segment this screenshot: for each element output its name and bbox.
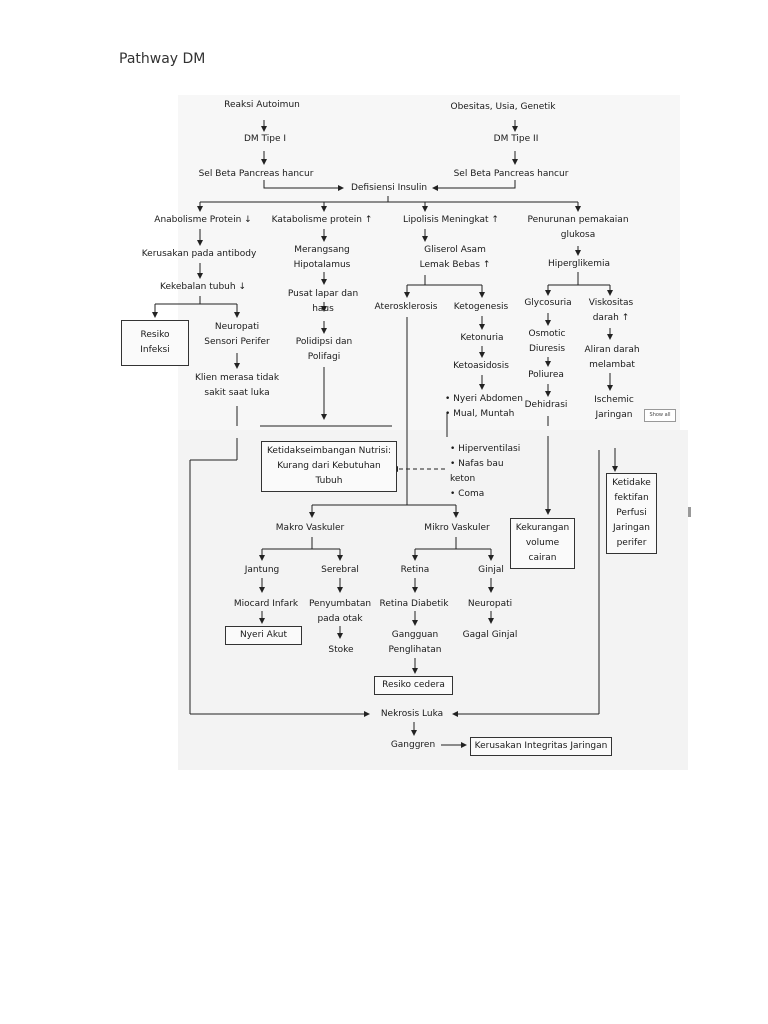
node-nekrosis-luka: Nekrosis Luka: [380, 709, 444, 719]
node-gagal-ginjal: Gagal Ginjal: [462, 630, 518, 640]
box-kekurangan-volume-cairan: Kekurangan volume cairan: [510, 518, 575, 569]
node-katabolisme-protein: Katabolisme protein ↑: [271, 215, 373, 225]
list-ketoasidosis-symptoms: • Nyeri Abdomen • Mual, Muntah: [445, 392, 523, 422]
node-sel-beta-2: Sel Beta Pancreas hancur: [453, 169, 569, 179]
list-hiperventilasi-symptoms: • Hiperventilasi • Nafas bau keton • Com…: [450, 442, 520, 502]
node-obesitas-usia-genetik: Obesitas, Usia, Genetik: [450, 102, 556, 112]
node-neuropati-sensori: Neuropati Sensori Perifer: [204, 322, 270, 347]
node-glycosuria: Glycosuria: [524, 298, 572, 308]
node-ketoasidosis: Ketoasidosis: [453, 361, 509, 371]
node-gangguan-penglihatan: Gangguan Penglihatan: [388, 630, 442, 655]
node-stoke: Stoke: [328, 645, 354, 655]
node-retina-diabetik: Retina Diabetik: [379, 599, 449, 609]
node-serebral: Serebral: [321, 565, 359, 575]
list-item: • Nyeri Abdomen: [445, 394, 523, 404]
node-klien-merasa: Klien merasa tidak sakit saat luka: [194, 373, 280, 398]
node-hiperglikemia: Hiperglikemia: [548, 259, 610, 269]
node-anabolisme-protein: Anabolisme Protein ↓: [154, 215, 252, 225]
box-resiko-infeksi: Resiko Infeksi: [121, 320, 189, 366]
page-title: Pathway DM: [119, 51, 206, 67]
node-penurunan-glukosa: Penurunan pemakaian glukosa: [527, 215, 629, 240]
list-item: • Hiperventilasi: [450, 444, 521, 454]
node-kerusakan-antibody: Kerusakan pada antibody: [141, 249, 257, 259]
box-resiko-cedera: Resiko cedera: [374, 676, 453, 695]
list-item: keton: [450, 474, 476, 484]
node-dm-tipe-2: DM Tipe II: [493, 134, 539, 144]
node-polidipsi: Polidipsi dan Polifagi: [295, 337, 353, 362]
node-dehidrasi: Dehidrasi: [524, 400, 568, 410]
list-item: • Mual, Muntah: [445, 409, 515, 419]
node-aliran-darah: Aliran darah melambat: [584, 345, 640, 370]
node-merangsang-hipotalamus: Merangsang Hipotalamus: [293, 245, 351, 270]
node-dm-tipe-1: DM Tipe I: [243, 134, 287, 144]
box-ketidakseimbangan-nutrisi: Ketidakseimbangan Nutrisi: Kurang dari K…: [261, 441, 397, 492]
node-defisiensi-insulin: Defisiensi Insulin: [350, 183, 428, 193]
box-kerusakan-integritas-jaringan: Kerusakan Integritas Jaringan: [470, 737, 612, 756]
box-ketidakefektifan-perfusi: Ketidake fektifan Perfusi Jaringan perif…: [606, 473, 657, 554]
node-sel-beta-1: Sel Beta Pancreas hancur: [198, 169, 314, 179]
node-viskositas: Viskositas darah ↑: [588, 298, 634, 323]
list-item: • Coma: [450, 489, 485, 499]
box-nyeri-akut: Nyeri Akut: [225, 626, 302, 645]
node-lipolisis: Lipolisis Meningkat ↑: [403, 215, 499, 225]
scrollbar-thumb[interactable]: [688, 507, 691, 517]
node-ketogenesis: Ketogenesis: [453, 302, 509, 312]
node-jantung: Jantung: [244, 565, 280, 575]
node-mikro-vaskuler: Mikro Vaskuler: [424, 523, 490, 533]
node-aterosklerosis: Aterosklerosis: [374, 302, 438, 312]
node-penyumbatan-otak: Penyumbatan pada otak: [308, 599, 372, 624]
node-neuropati: Neuropati: [467, 599, 513, 609]
show-all-button[interactable]: Show all: [644, 409, 676, 422]
node-retina: Retina: [400, 565, 430, 575]
list-item: • Nafas bau: [450, 459, 504, 469]
node-ketonuria: Ketonuria: [460, 333, 504, 343]
node-ginjal: Ginjal: [478, 565, 504, 575]
node-pusat-lapar: Pusat lapar dan haus: [287, 289, 359, 314]
node-miocard-infark: Miocard Infark: [233, 599, 299, 609]
node-kekebalan-tubuh: Kekebalan tubuh ↓: [160, 282, 246, 292]
node-osmotic-diuresis: Osmotic Diuresis: [528, 329, 566, 354]
node-poliurea: Poliurea: [528, 370, 564, 380]
node-gliserol: Gliserol Asam Lemak Bebas ↑: [419, 245, 491, 270]
node-reaksi-autoimun: Reaksi Autoimun: [224, 100, 300, 110]
node-ganggren: Ganggren: [390, 740, 436, 750]
node-makro-vaskuler: Makro Vaskuler: [275, 523, 345, 533]
node-ischemic: Ischemic Jaringan: [594, 395, 634, 420]
